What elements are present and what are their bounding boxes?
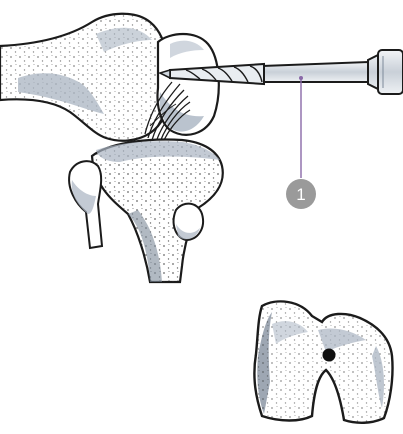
fibula	[69, 161, 102, 248]
femur	[0, 14, 173, 141]
callout-1: 1	[286, 76, 316, 209]
femur-end-view	[254, 301, 392, 422]
drill-shaft	[262, 62, 368, 82]
callout-label: 1	[296, 185, 305, 204]
tibial-tuberosity	[174, 204, 203, 240]
tibia	[92, 140, 223, 282]
callout-anchor-dot	[299, 76, 303, 80]
drill-hole-marker	[323, 349, 336, 362]
